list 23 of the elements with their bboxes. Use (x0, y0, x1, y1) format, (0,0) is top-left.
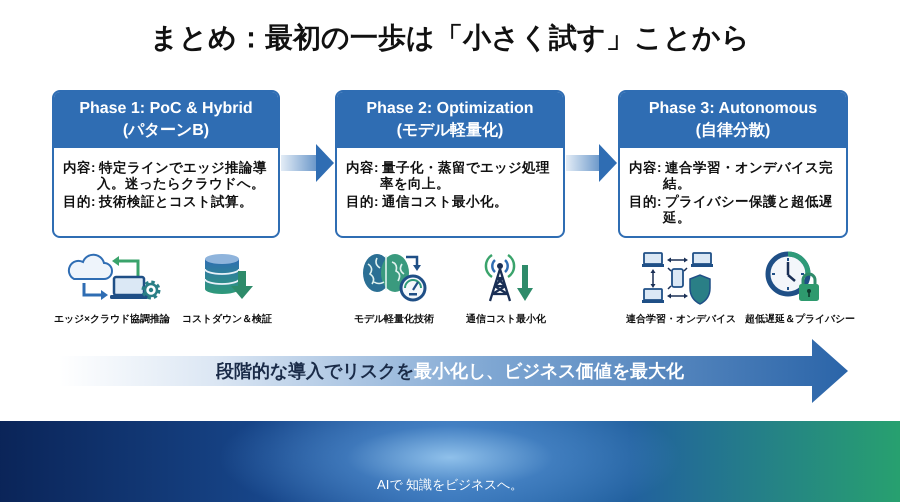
icon-caption: 連合学習・オンデバイス (626, 313, 736, 326)
icon-caption: モデル軽量化技術 (354, 313, 434, 326)
card-text: 内容: 連合学習・オンデバイス完結。 (629, 160, 834, 192)
card-header: Phase 3: Autonomous (自律分散) (620, 92, 846, 148)
banner-text: 段階的な導入でリスクを最小化し、ビジネス価値を最大化 (216, 359, 684, 383)
card-text: 目的: 技術検証とコスト試算。 (63, 194, 254, 210)
icon-caption: エッジ×クラウド協調推論 (54, 313, 170, 326)
arrow (566, 144, 617, 182)
card-text: 内容: 量子化・蒸留でエッジ処理率を向上。 (346, 160, 552, 192)
card-header: Phase 1: PoC & Hybrid (パターンB) (54, 92, 278, 148)
card-header: Phase 2: Optimization (モデル軽量化) (337, 92, 563, 148)
card-text: 内容: 特定ラインでエッジ推論導入。迷ったらクラウドへ。 (63, 160, 268, 192)
tagline: AIで 知識をビジネスへ。 (377, 477, 523, 493)
phase-card (52, 90, 280, 238)
icon-caption: コストダウン＆検証 (182, 313, 272, 326)
icon-caption: 超低遅延＆プライバシー (745, 313, 855, 326)
title: まとめ：最初の一歩は「小さく試す」ことから (150, 21, 750, 55)
phase-card (335, 90, 565, 238)
card-text: 目的: プライバシー保護と超低遅延。 (629, 194, 834, 226)
phase-card (618, 90, 848, 238)
card-text: 目的: 通信コスト最小化。 (346, 194, 510, 210)
icon-caption: 通信コスト最小化 (466, 313, 546, 326)
arrow (281, 144, 334, 182)
